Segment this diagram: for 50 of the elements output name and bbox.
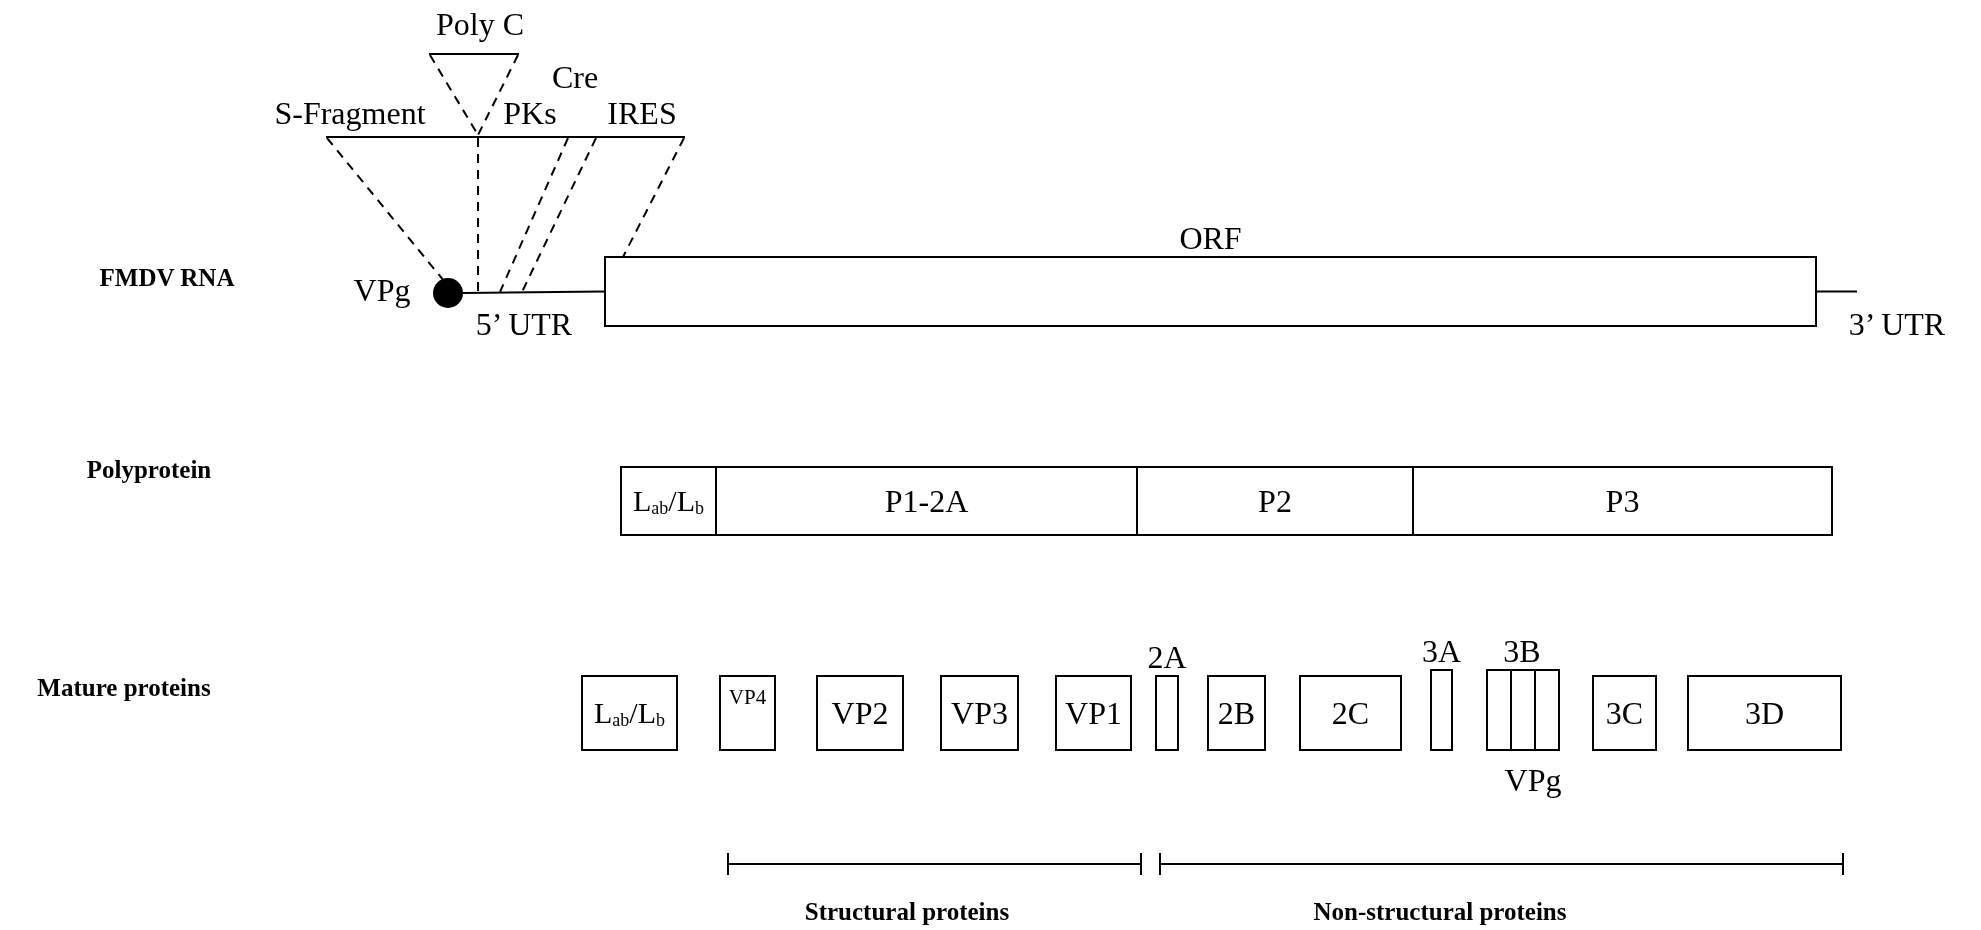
feature-label: 5’ UTR [475,307,573,343]
segment-label: 3C [1605,697,1644,729]
protein-box [1510,669,1536,751]
rna-line [462,290,605,294]
protein-box [1592,675,1657,751]
segment-label: P3 [1605,485,1640,517]
protein-box [816,675,904,751]
feature-label: 3B [1503,634,1541,670]
vpg-dot [433,278,463,308]
segment-label: 2B [1217,697,1256,729]
segment-label: 3D [1744,697,1785,729]
row-heading: Non-structural proteins [1313,898,1567,926]
protein-box [940,675,1019,751]
segment-label: VP3 [951,697,1008,729]
row-heading: Mature proteins [37,674,211,702]
protein-box [1687,675,1842,751]
protein-box [1055,675,1132,751]
rna-line [1816,290,1858,293]
segment-label: 3A [1421,635,1462,667]
segment-label: P2 [1258,485,1292,517]
row-heading: FMDV RNA [99,264,235,292]
row-heading: Polyprotein [86,456,212,484]
segment-label: 2C [1331,697,1370,729]
feature-label: PKs [503,96,557,132]
feature-label: Poly C [436,7,524,43]
protein-box [581,675,678,751]
segment-label: VP2 [831,697,889,729]
segment-label: L$_{ab}$/L$_{b}$ [633,486,704,516]
feature-label: VPg [1504,763,1562,799]
protein-box [1207,675,1266,751]
segment-label: 2A [1147,641,1187,673]
protein-box [1299,675,1402,751]
protein-box [1136,466,1414,536]
feature-label: IRES [607,96,677,132]
protein-box [1534,669,1560,751]
feature-label: 3’ UTR [1848,307,1946,343]
protein-box [715,466,1138,536]
feature-label: S-Fragment [274,96,426,132]
protein-box [620,466,717,536]
protein-box [1412,466,1833,536]
segment-label: ORF [1179,222,1242,254]
protein-box [1486,669,1512,751]
node-caption: VPg [353,273,411,309]
protein-box [719,675,776,751]
row-heading: Structural proteins [804,898,1010,926]
feature-label: Cre [551,60,599,96]
segment-label: P1-2A [884,485,969,517]
segment-label: VP4 [728,687,767,708]
segment-label: VP1 [1065,697,1122,729]
segment-label: L$_{ab}$/L$_{b}$ [594,698,665,728]
